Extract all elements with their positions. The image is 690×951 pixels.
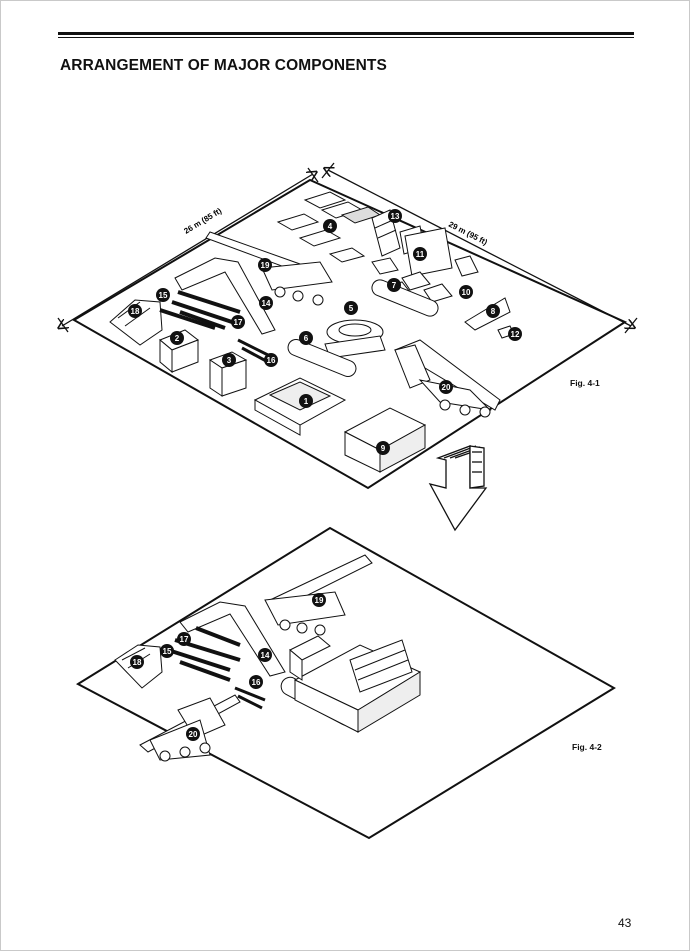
fig2-assembled-excavator: [280, 635, 422, 733]
fig1-dimension-lines: [58, 162, 638, 334]
svg-text:14: 14: [261, 651, 270, 660]
svg-text:7: 7: [392, 281, 397, 290]
svg-text:16: 16: [252, 678, 261, 687]
svg-text:17: 17: [180, 635, 189, 644]
fig1-power-module: [343, 407, 427, 473]
callout-14: 14: [259, 296, 273, 310]
fig1-label: Fig. 4-1: [570, 378, 600, 388]
callout-1: 1: [299, 394, 313, 408]
fig1-fuel-tank: [404, 227, 453, 277]
fig1-crane-truck: [393, 339, 501, 418]
svg-text:15: 15: [159, 291, 168, 300]
fig2-label: Fig. 4-2: [572, 742, 602, 752]
svg-text:9: 9: [381, 444, 386, 453]
svg-text:20: 20: [189, 730, 198, 739]
svg-text:17: 17: [234, 318, 243, 327]
fig2-boom: [179, 601, 286, 677]
callout-10: 10: [459, 285, 473, 299]
callout-11: 11: [413, 247, 427, 261]
fig2-hydraulic-cylinders: [167, 626, 266, 710]
callout-3: 3: [222, 353, 236, 367]
callout-7: 7: [387, 278, 401, 292]
svg-text:1: 1: [304, 397, 309, 406]
callout-18: 18: [128, 304, 142, 318]
callout-17: 17: [231, 315, 245, 329]
svg-text:12: 12: [511, 330, 520, 339]
fig1-part-10: [454, 255, 479, 277]
callout-5: 5: [344, 301, 358, 315]
fig2-callout-17: 17: [177, 632, 191, 646]
svg-text:3: 3: [227, 356, 232, 365]
svg-text:2: 2: [175, 334, 180, 343]
fig1-boom: [174, 257, 276, 335]
fig1-handrail-parts: [276, 191, 382, 263]
header-rule-thin: [58, 37, 634, 38]
svg-text:4: 4: [328, 222, 333, 231]
callout-19: 19: [258, 258, 272, 272]
fig1-operator-cab: [159, 329, 200, 374]
callout-2: 2: [170, 331, 184, 345]
svg-text:10: 10: [462, 288, 471, 297]
fig1-hydraulic-cylinders: [159, 290, 271, 364]
fig1-crawler-track-left: [287, 339, 357, 377]
callout-16: 16: [264, 353, 278, 367]
callout-8: 8: [486, 304, 500, 318]
svg-text:15: 15: [163, 647, 172, 656]
fig1-dimension-right: 29 m (95 ft): [447, 220, 489, 247]
callout-20: 20: [439, 380, 453, 394]
page-title: ARRANGEMENT OF MAJOR COMPONENTS: [60, 57, 387, 74]
svg-text:18: 18: [131, 307, 140, 316]
svg-text:14: 14: [262, 299, 271, 308]
callout-9: 9: [376, 441, 390, 455]
svg-text:18: 18: [133, 658, 142, 667]
header-rule-thick: [58, 32, 634, 35]
fig2-callout-15: 15: [160, 644, 174, 658]
fig2-ground-plane: [75, 526, 616, 840]
svg-text:16: 16: [267, 356, 276, 365]
fig1-callouts: 1 2 3 4 5 6 7 8 9 10 11 12 13 14 15 16 1…: [128, 209, 522, 455]
svg-text:20: 20: [442, 383, 451, 392]
fig2-callout-16: 16: [249, 675, 263, 689]
svg-text:19: 19: [261, 261, 270, 270]
svg-text:6: 6: [304, 334, 309, 343]
fig2-callouts: 14 15 16 17 18 19 20: [130, 593, 326, 741]
fig1-crane: [205, 231, 333, 306]
fig2-callout-19: 19: [312, 593, 326, 607]
fig2-callout-18: 18: [130, 655, 144, 669]
svg-text:5: 5: [349, 304, 354, 313]
fig2-callout-20: 20: [186, 727, 200, 741]
fig1-carbody: [253, 377, 347, 436]
fig1-swing-circle: [324, 319, 386, 359]
svg-text:19: 19: [315, 596, 324, 605]
callout-13: 13: [388, 209, 402, 223]
fig2-callout-14: 14: [258, 648, 272, 662]
callout-15: 15: [156, 288, 170, 302]
down-arrow-icon: [428, 445, 488, 532]
callout-4: 4: [323, 219, 337, 233]
callout-6: 6: [299, 331, 313, 345]
svg-text:8: 8: [491, 307, 496, 316]
callout-12: 12: [508, 327, 522, 341]
page-number: 43: [618, 916, 632, 930]
svg-text:13: 13: [391, 212, 400, 221]
svg-text:11: 11: [416, 250, 425, 259]
